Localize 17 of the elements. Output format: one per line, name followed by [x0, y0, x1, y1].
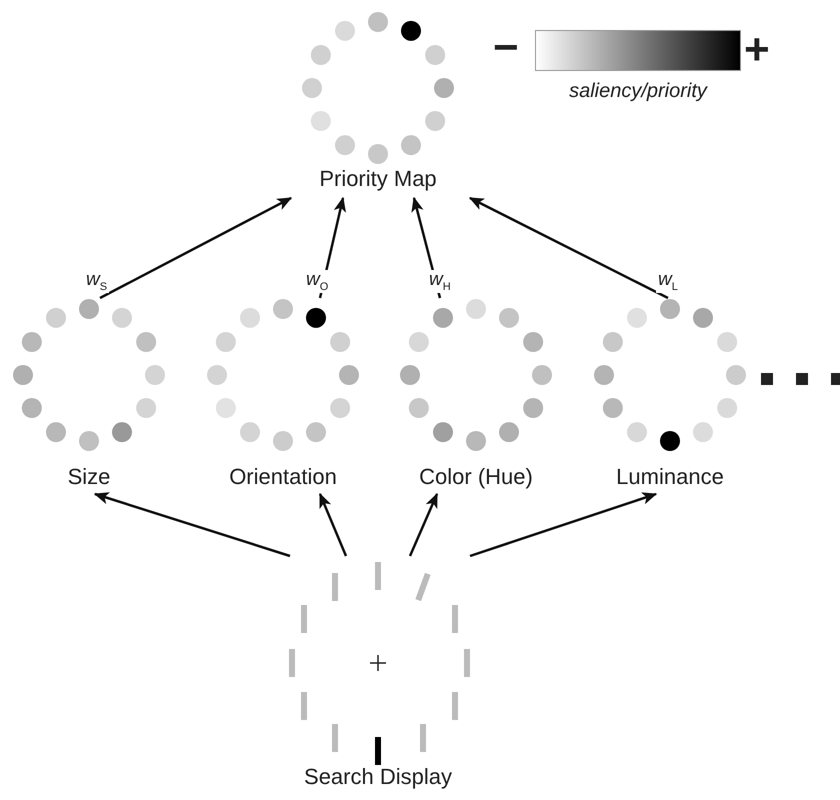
map-label: Orientation [228, 464, 338, 490]
arrow [99, 196, 292, 300]
weight-label: w$_{H}$ [427, 270, 453, 293]
arrow [408, 492, 438, 556]
map-label: Color (Hue) [418, 464, 534, 490]
map-label: Priority Map [318, 166, 438, 192]
legend-label: saliency/priority [568, 80, 709, 103]
map-label: Luminance [615, 464, 725, 490]
map-label: Search Display [303, 764, 453, 790]
arrow [94, 492, 290, 558]
arrow [318, 492, 348, 556]
minus-sign: − [493, 26, 519, 70]
arrow [468, 196, 669, 300]
weight-label: w$_{O}$ [304, 270, 330, 293]
arrow [470, 492, 658, 558]
plus-sign: + [744, 28, 770, 72]
map-label: Size [66, 464, 112, 490]
